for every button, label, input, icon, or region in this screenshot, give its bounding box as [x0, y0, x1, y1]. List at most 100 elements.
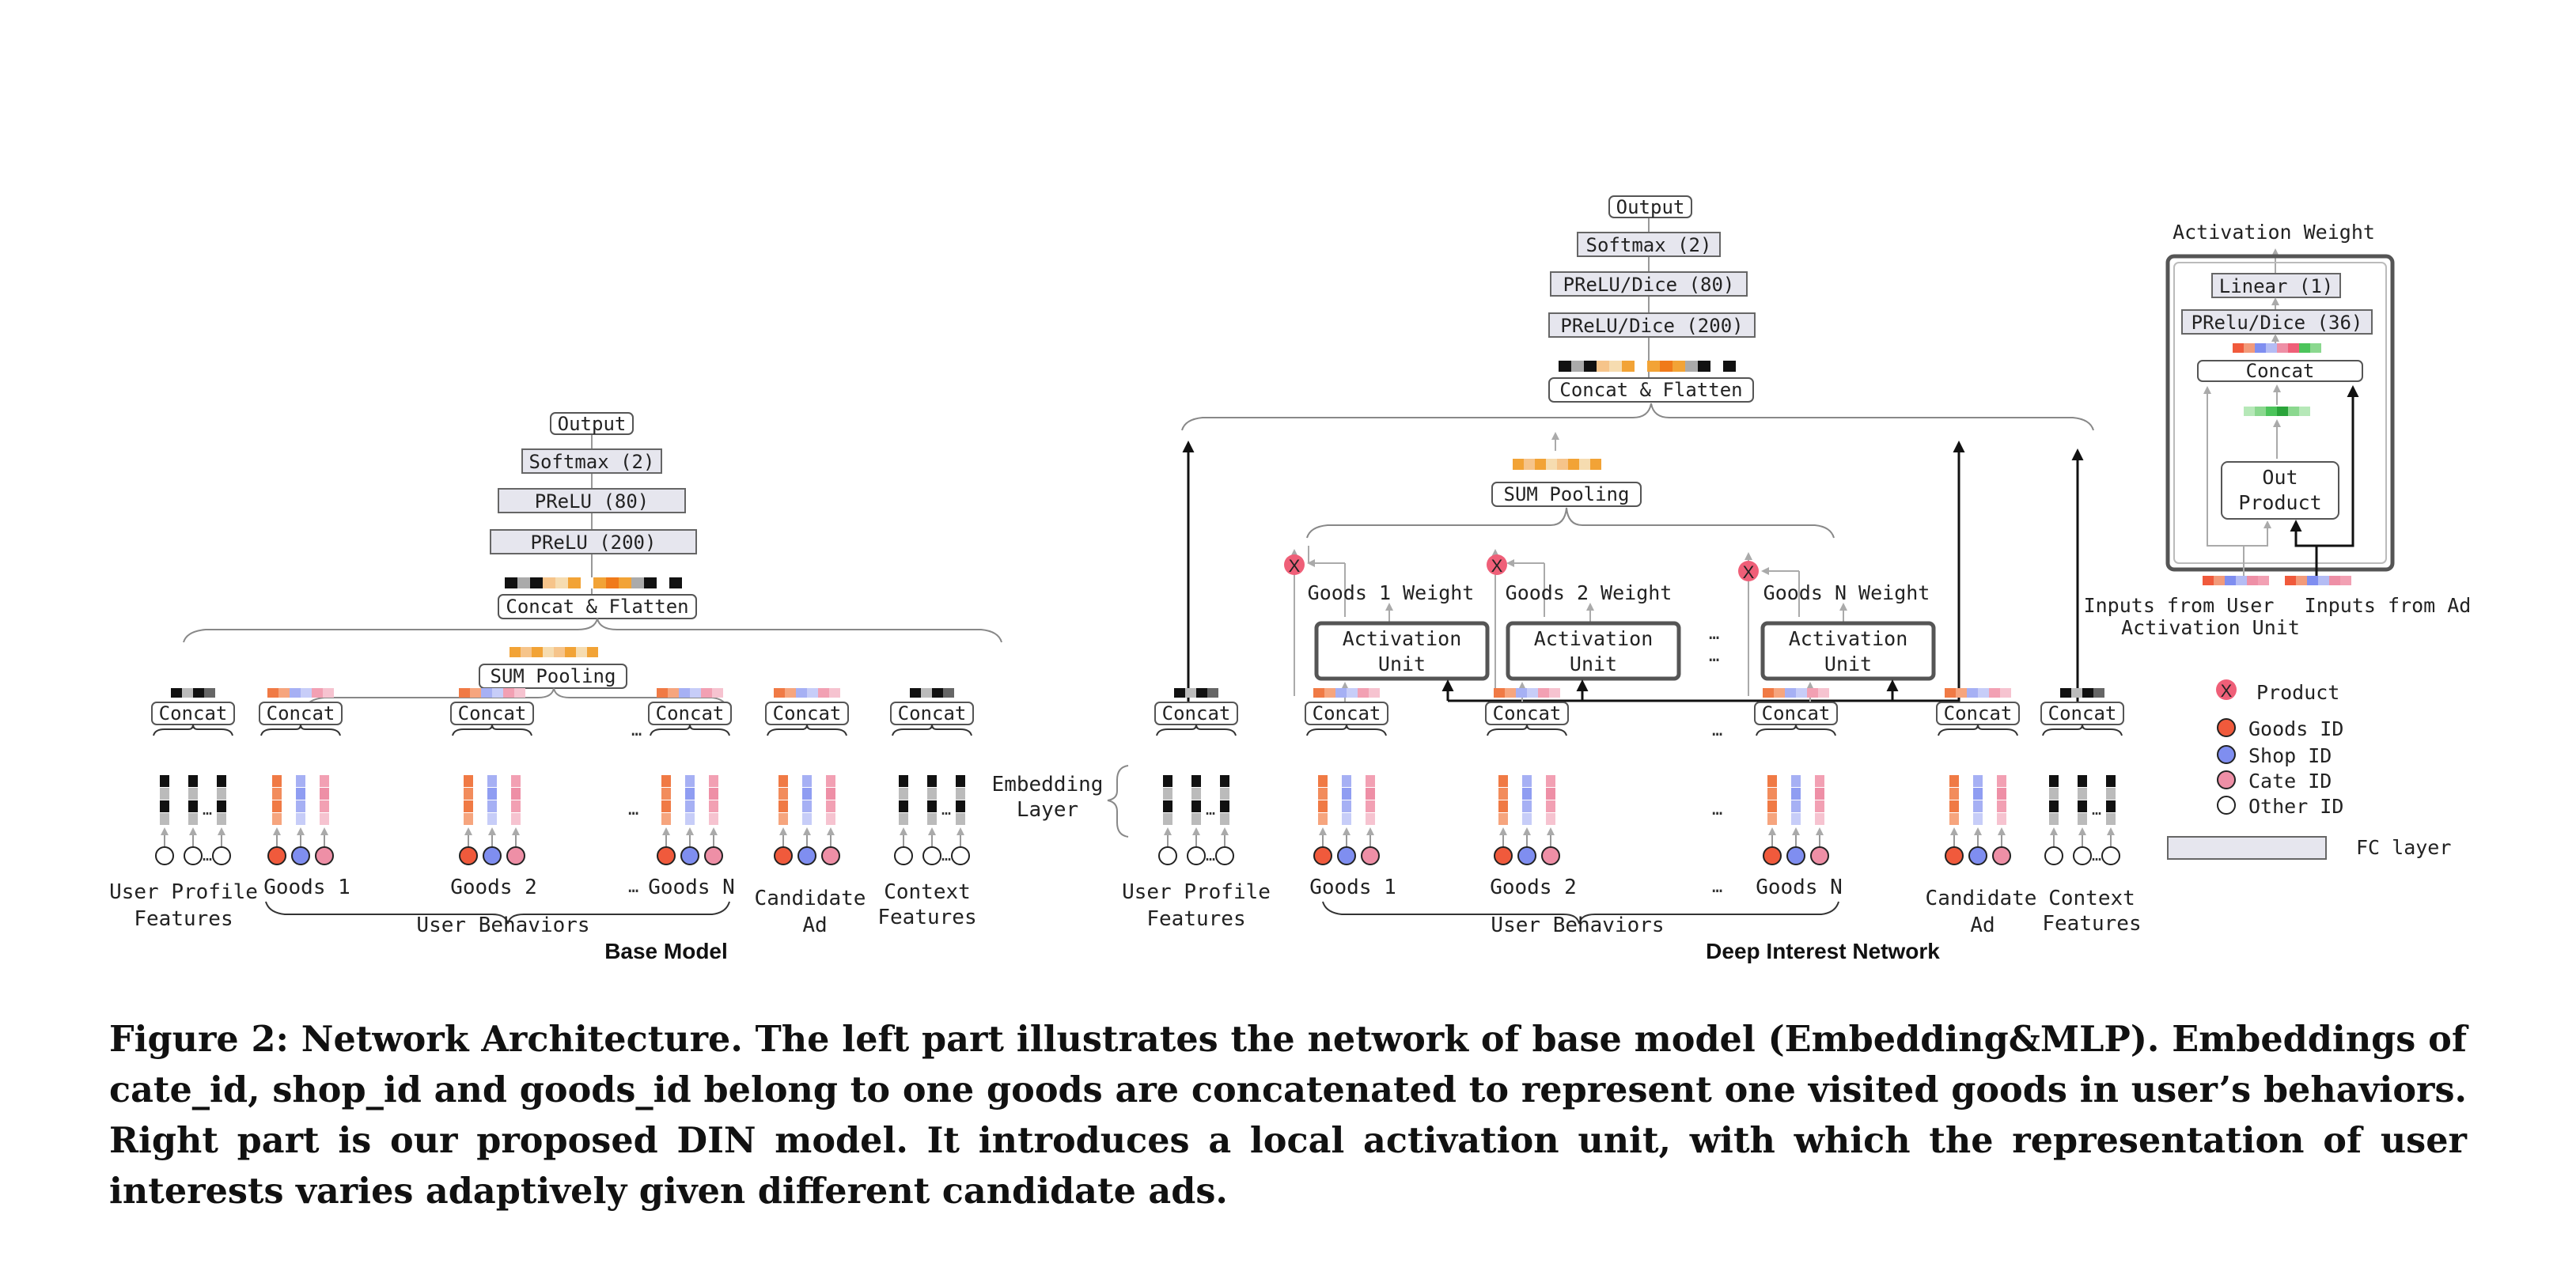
svg-text:Unit: Unit	[1824, 653, 1872, 675]
concat-label: Concat	[1313, 702, 1381, 725]
embedding-cell	[1597, 361, 1609, 372]
embedding-cell	[1997, 775, 2006, 787]
svg-text:…: …	[1712, 800, 1722, 819]
id-icon	[922, 846, 941, 865]
embedding-cell	[661, 813, 671, 825]
embedding-cell	[511, 775, 521, 787]
embedding-cell	[217, 813, 226, 825]
id-icon	[657, 846, 676, 865]
embedding-cell	[899, 800, 908, 812]
embedding-cell	[1557, 459, 1568, 470]
embedding-cell	[661, 775, 671, 787]
legend-cate-id-label: Cate ID	[2248, 770, 2332, 793]
embedding-cell	[2078, 775, 2087, 787]
prelu-dice-200-layer	[1548, 312, 1756, 338]
embedding-cell	[1366, 788, 1375, 800]
embedding-cell	[1973, 775, 1983, 787]
embedding-cell	[2106, 788, 2116, 800]
embedding-cell	[487, 775, 497, 787]
embedding-cell	[1767, 788, 1777, 800]
goods-1-group: Concat	[1305, 688, 1388, 865]
top-brace	[1181, 403, 2094, 431]
embedding-cell	[1549, 688, 1560, 698]
embedding-cell	[1791, 800, 1801, 812]
embedding-cell	[1774, 688, 1785, 698]
goods-2-label: Goods 2	[450, 876, 537, 899]
pooling-brace	[1306, 507, 1835, 539]
context-group: Concat……	[890, 688, 974, 865]
embedding-cell	[188, 788, 198, 800]
embedding-cell	[581, 577, 593, 588]
embedding-cell	[160, 775, 169, 787]
id-icon	[1763, 846, 1782, 865]
embedding-cell	[2000, 688, 2011, 698]
user-profile-label: User Profile	[109, 880, 258, 904]
concat-label: Concat	[1762, 702, 1831, 725]
svg-text:…: …	[1712, 721, 1722, 740]
fc-layer-swatch	[2167, 836, 2327, 860]
embedding-cell	[1710, 361, 1723, 372]
embedding-cell	[1318, 788, 1328, 800]
goods-2-weight-label: Goods 2 Weight	[1506, 581, 1673, 604]
embedding-cell	[807, 688, 818, 698]
embedding-cell	[1967, 688, 1978, 698]
embedding-cell	[2247, 576, 2258, 585]
linear-1-label: Linear (1)	[2219, 275, 2334, 297]
inputs-from-user-label: Inputs from User	[2084, 594, 2275, 617]
legend-product-label: Product	[2256, 681, 2339, 704]
goods-1-label: Goods 1	[263, 876, 350, 899]
embedding-cell	[188, 800, 198, 812]
embedding-cell	[2049, 788, 2059, 800]
candidate-label-2: Ad	[802, 914, 827, 937]
embedding-cell	[2299, 407, 2310, 416]
id-icon	[267, 846, 286, 865]
id-icon	[2073, 846, 2092, 865]
embedding-cell	[661, 788, 671, 800]
id-icon	[821, 846, 840, 865]
output-box	[1608, 195, 1692, 218]
embedding-cell	[1342, 813, 1351, 825]
goods-n-label: Goods N	[1756, 876, 1843, 899]
embedding-cell	[204, 688, 215, 698]
embedding-cell	[1949, 800, 1959, 812]
embedding-cell	[2244, 407, 2255, 416]
pooling-brace	[303, 687, 729, 711]
embedding-cell	[802, 813, 812, 825]
embedding-cell	[1191, 775, 1201, 787]
embedding-cell	[668, 688, 679, 698]
dots: …	[941, 800, 951, 819]
embedding-cell	[2266, 407, 2277, 416]
group-brace	[1938, 724, 2018, 736]
embedding-cell	[826, 800, 835, 812]
embedding-cell	[679, 688, 690, 698]
embedding-cell	[1498, 775, 1508, 787]
other-id-icon	[2217, 796, 2236, 815]
embedding-cell	[774, 688, 785, 698]
embedding-cell	[956, 813, 965, 825]
embedding-cell	[1366, 813, 1375, 825]
id-icon	[2044, 846, 2063, 865]
embedding-cell	[2258, 576, 2269, 585]
embedding-cell	[1571, 361, 1584, 372]
embedding-cell	[1342, 800, 1351, 812]
group-brace	[153, 724, 233, 736]
legend-fc-layer-label: FC layer	[2356, 836, 2451, 859]
svg-text:…: …	[1709, 624, 1719, 644]
embedding-cell	[296, 788, 305, 800]
prelu-80-label: PReLU (80)	[535, 490, 650, 513]
embedding-cell	[2299, 343, 2310, 353]
embedding-cell	[1207, 688, 1218, 698]
embedding-cell	[517, 577, 530, 588]
embedding-cell	[802, 800, 812, 812]
id-icon	[2101, 846, 2120, 865]
embedding-cell	[555, 577, 568, 588]
embedding-cell	[1973, 800, 1983, 812]
embedding-cell	[1956, 688, 1967, 698]
embedding-cell	[778, 813, 788, 825]
embedding-cell	[1609, 361, 1622, 372]
embedding-cell	[802, 775, 812, 787]
svg-text:Activation: Activation	[1343, 627, 1462, 650]
embedding-cell	[1590, 459, 1601, 470]
embedding-cell	[899, 775, 908, 787]
